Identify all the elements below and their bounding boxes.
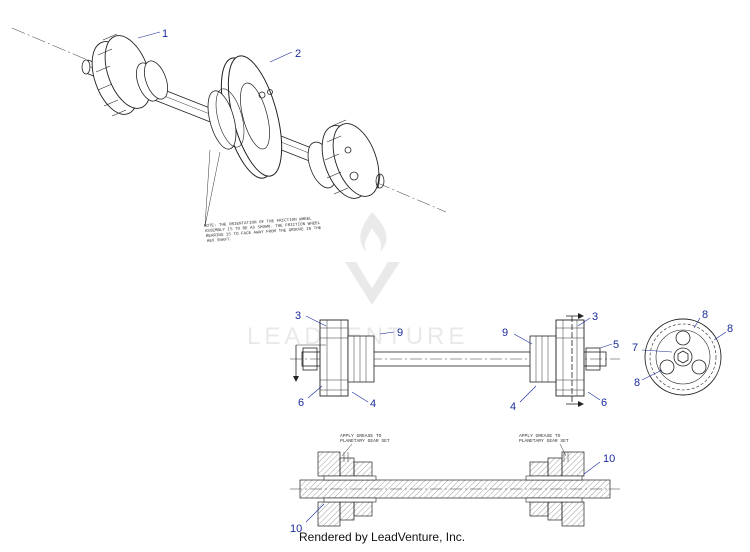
exploded-view: NOTE: THE ORIENTATION OF THE FRICTION WH… xyxy=(11,27,447,244)
callout-3-left: 3 xyxy=(295,310,301,322)
callout-10-left: 10 xyxy=(290,523,302,535)
callout-8-bottom: 8 xyxy=(634,377,640,389)
callout-6-left: 6 xyxy=(298,397,304,409)
grease-right-line-1: APPLY GREASE TO xyxy=(519,433,561,439)
callout-6-right: 6 xyxy=(601,397,607,409)
callout-7: 7 xyxy=(632,342,638,354)
left-housing-section xyxy=(317,451,377,527)
footer-credit: Rendered by LeadVenture, Inc. xyxy=(299,530,466,544)
callout-3-right: 3 xyxy=(592,311,598,323)
right-gear-side xyxy=(529,319,601,397)
callout-8-top: 8 xyxy=(702,309,708,321)
orientation-note: NOTE: THE ORIENTATION OF THE FRICTION WH… xyxy=(204,217,322,244)
section-view: APPLY GREASE TO PLANETARY GEAR SET APPLY… xyxy=(290,433,620,535)
grease-right-line-2: PLANETARY GEAR SET xyxy=(519,438,569,444)
right-housing-section xyxy=(525,451,585,527)
callout-2: 2 xyxy=(295,48,301,60)
callout-8-right: 8 xyxy=(727,323,733,335)
note-line-4: HEX SHAFT. xyxy=(207,238,232,244)
left-gear-side xyxy=(319,319,375,397)
planetary-end-view xyxy=(644,318,722,396)
gear-assembly-1 xyxy=(91,33,169,117)
friction-wheel-2 xyxy=(207,55,283,179)
side-view: 3 9 6 4 9 3 5 4 6 8 8 7 8 xyxy=(290,309,733,413)
callout-5: 5 xyxy=(613,339,619,351)
callout-4-left: 4 xyxy=(370,398,376,410)
callout-9-right: 9 xyxy=(502,327,508,339)
grease-left-line-1: APPLY GREASE TO xyxy=(340,433,382,439)
note-line-1: NOTE: THE ORIENTATION OF THE FRICTION WH… xyxy=(204,217,313,229)
gear-assembly-right xyxy=(307,119,380,199)
callout-10-right: 10 xyxy=(603,453,615,465)
callout-4-right: 4 xyxy=(510,401,516,413)
callout-9-left: 9 xyxy=(397,327,403,339)
callout-1: 1 xyxy=(162,28,168,40)
grease-left-line-2: PLANETARY GEAR SET xyxy=(340,438,390,444)
